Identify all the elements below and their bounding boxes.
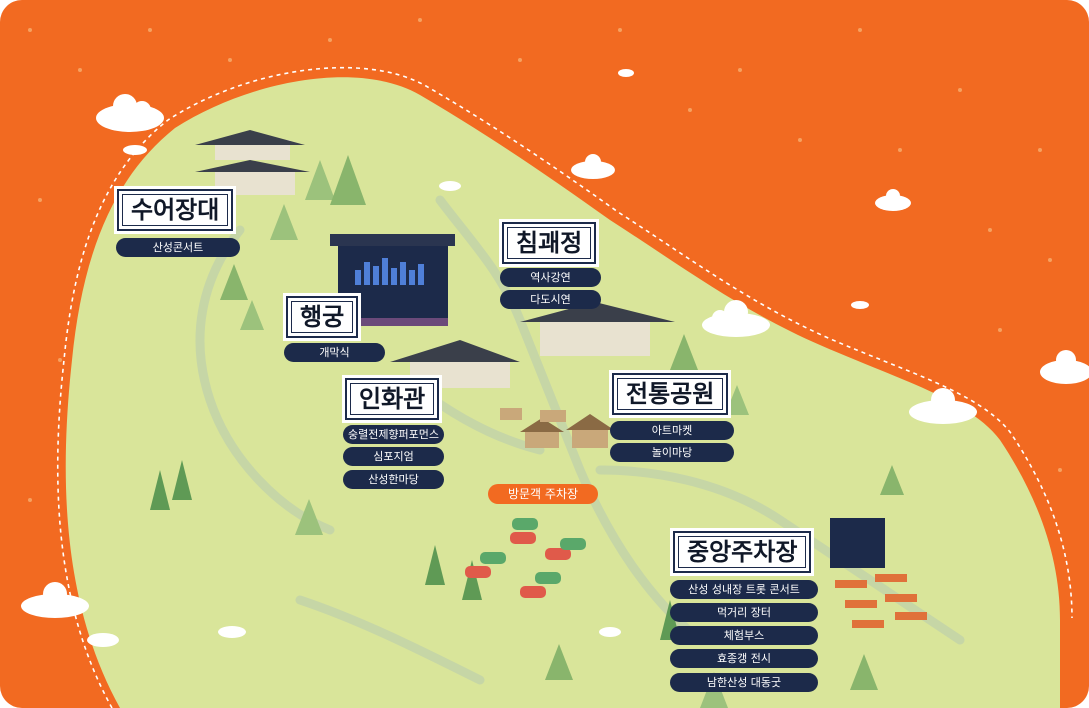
program-trot-concert[interactable]: 산성 성내장 트롯 콘서트 [670,580,818,599]
program-symposium[interactable]: 심포지엄 [343,447,444,466]
stage [330,234,455,326]
program-food-market[interactable]: 먹거리 장터 [670,603,818,622]
parked-cars [465,518,586,598]
land-area [65,77,1060,708]
area-title-traditional-park[interactable]: 전통공원 [612,373,729,415]
sparkle-dots [28,18,1062,642]
small-stage [830,518,885,568]
roads [195,195,965,685]
area-title-haenggung[interactable]: 행궁 [286,296,359,338]
program-play-yard[interactable]: 놀이마당 [610,443,734,462]
program-opening-ceremony[interactable]: 개막식 [284,343,385,362]
program-history-lecture[interactable]: 역사강연 [500,268,601,287]
area-title-inhwagwan[interactable]: 인화관 [345,378,440,420]
palace-buildings [390,302,675,448]
hill-decorations [150,155,904,708]
program-sungnyeoljeon-performance[interactable]: 숭렬전제향퍼포먼스 [343,425,444,444]
area-title-chimgwaejeong[interactable]: 침괘정 [502,222,597,264]
clouds [21,69,1089,647]
program-sanseong-hanmadang[interactable]: 산성한마당 [343,470,444,489]
program-tea-ceremony[interactable]: 다도시연 [500,290,601,309]
program-sanseong-concert[interactable]: 산성콘서트 [116,238,240,257]
program-daedonggut[interactable]: 남한산성 대동굿 [670,673,818,692]
visitor-parking-label[interactable]: 방문객 주차장 [488,484,598,504]
program-experience-booth[interactable]: 체험부스 [670,626,818,645]
area-title-suojangdae[interactable]: 수어장대 [117,189,234,231]
market-tents [835,574,927,628]
area-title-central-parking[interactable]: 중앙주차장 [673,531,812,573]
program-art-market[interactable]: 아트마켓 [610,421,734,440]
dashed-border [56,66,1073,708]
program-hyojonggaeng-exhibit[interactable]: 효종갱 전시 [670,649,818,668]
